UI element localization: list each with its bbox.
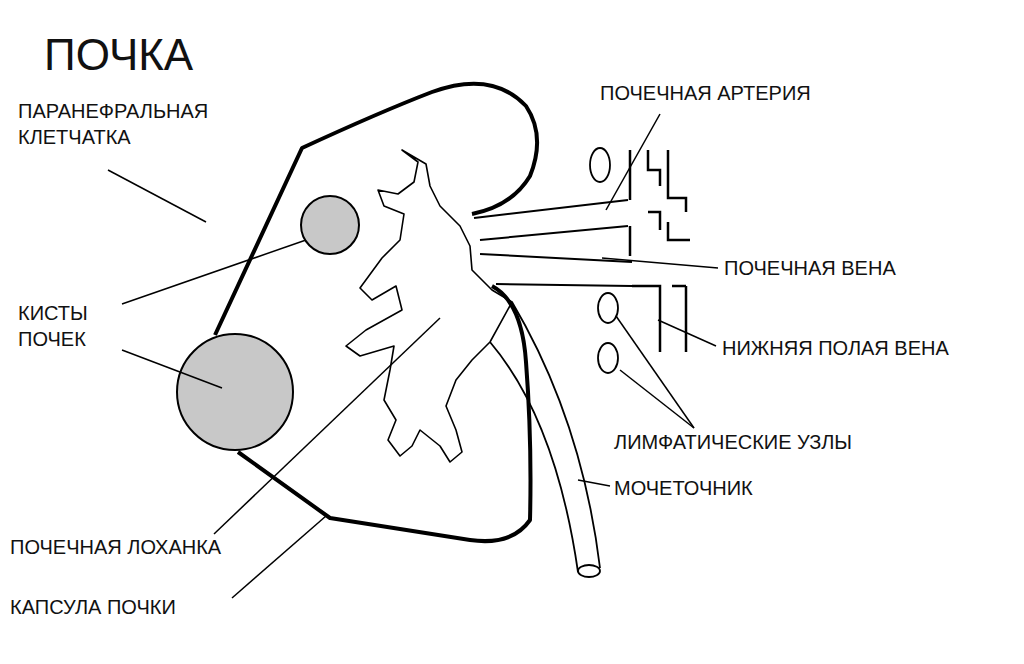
part-label: КАПСУЛА ПОЧКИ [10, 594, 176, 620]
leader-line [122, 350, 222, 388]
leader-line [108, 170, 206, 222]
leader-line [606, 114, 660, 210]
kidney-cyst [177, 334, 293, 450]
kidney-cyst [301, 196, 359, 254]
leader-line [122, 240, 306, 304]
leader-line [616, 316, 694, 428]
lymph-node [590, 148, 610, 182]
ureter-end [578, 565, 600, 577]
part-label: ПОЧЕЧНАЯ ЛОХАНКА [10, 534, 221, 560]
leader-line [602, 258, 718, 268]
leader-line [578, 480, 610, 486]
renal-vein [496, 284, 632, 286]
lymph-node [598, 343, 618, 373]
leader-line [620, 370, 694, 428]
renal-artery [474, 200, 628, 218]
part-label: НИЖНЯЯ ПОЛАЯ ВЕНА [722, 335, 949, 361]
aorta [668, 150, 690, 240]
lymph-node [598, 293, 618, 323]
leader-line [214, 318, 440, 534]
leader-line [232, 516, 326, 598]
leader-lines [108, 114, 718, 598]
part-label: ПАРАНЕФРАЛЬНАЯ КЛЕТЧАТКА [18, 98, 258, 150]
diagram-title: ПОЧКА [44, 30, 193, 80]
leader-line [658, 320, 716, 346]
part-label: КИСТЫ ПОЧЕК [18, 300, 128, 352]
part-label: ПОЧЕЧНАЯ АРТЕРИЯ [600, 80, 811, 106]
part-label: МОЧЕТОЧНИК [614, 475, 753, 501]
kidney-capsule [215, 84, 537, 335]
aorta [648, 150, 660, 230]
inferior-vena-cava [632, 286, 686, 352]
part-label: ЛИМФАТИЧЕСКИЕ УЗЛЫ [614, 429, 852, 455]
part-label: ПОЧЕЧНАЯ ВЕНА [724, 255, 896, 281]
renal-artery [480, 226, 628, 240]
renal-pelvis [346, 150, 512, 462]
